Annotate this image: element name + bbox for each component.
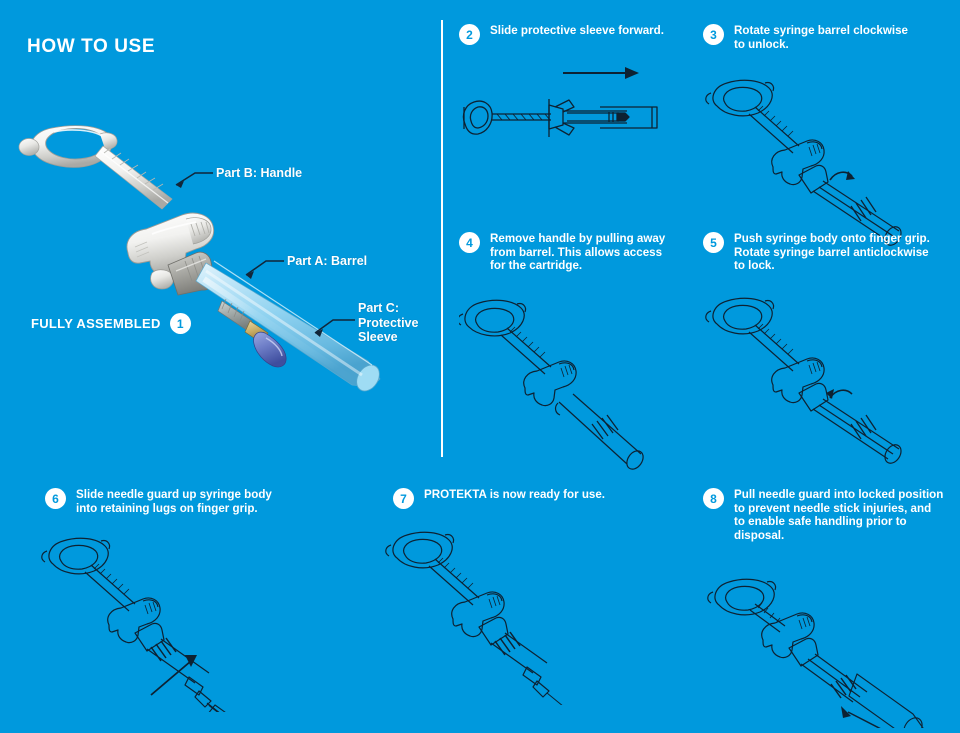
step-8: 8 Pull needle guard into locked position… — [703, 488, 953, 733]
callout-part-a: Part A: Barrel — [287, 254, 368, 268]
step-7-text: PROTEKTA is now ready for use. — [424, 488, 606, 501]
step-7: 7 PROTEKTA is now ready for use. — [385, 488, 633, 712]
slide-down-arrow — [208, 704, 251, 733]
step-3: 3 Rotate syringe barrel clockwise to unl… — [703, 24, 933, 258]
step-badge-3: 3 — [703, 24, 724, 45]
step-6-text: Slide needle guard up syringe body into … — [76, 488, 272, 515]
grip-ribs — [190, 221, 210, 237]
step-4: 4 Remove handle by pulling away from bar… — [457, 232, 684, 476]
fully-assembled-device-illustration — [18, 125, 381, 392]
forward-arrow — [563, 67, 639, 79]
rotate-anticlockwise-arrow — [826, 388, 853, 399]
step-2: 2 Slide protective sleeve forward. — [459, 24, 684, 174]
step-badge-7: 7 — [393, 488, 414, 509]
step-6-illustration — [41, 537, 255, 733]
step-5-illustration — [705, 297, 902, 464]
step-3-illustration — [705, 79, 902, 247]
finger-grip-body — [126, 212, 215, 290]
step-7-illustration — [385, 531, 570, 712]
callout-part-c: Part C: Protective Sleeve — [358, 301, 419, 344]
vertical-divider — [441, 20, 443, 457]
slide-up-arrow — [150, 655, 197, 696]
step-5: 5 Push syringe body onto finger grip. Ro… — [703, 232, 943, 476]
pull-down-arrow — [841, 706, 884, 732]
callout-part-b: Part B: Handle — [216, 166, 303, 180]
plunger-rod — [94, 145, 173, 210]
step-badge-8: 8 — [703, 488, 724, 509]
step-2-text: Slide protective sleeve forward. — [490, 24, 664, 37]
step-3-text: Rotate syringe barrel clockwise to unloc… — [734, 24, 908, 51]
step-5-text: Push syringe body onto finger grip. Rota… — [734, 232, 930, 273]
fully-assembled-text: FULLY ASSEMBLED — [31, 316, 161, 331]
step-badge-6: 6 — [45, 488, 66, 509]
step-4-text: Remove handle by pulling away from barre… — [490, 232, 666, 273]
step-8-illustration — [707, 579, 924, 733]
rotate-clockwise-arrow — [829, 171, 855, 181]
step-badge-5: 5 — [703, 232, 724, 253]
step-badge-2: 2 — [459, 24, 480, 45]
page-title: HOW TO USE — [27, 36, 156, 57]
step-badge-1: 1 — [169, 313, 191, 334]
step-8-text: Pull needle guard into locked position t… — [734, 488, 944, 542]
protective-sleeve — [195, 260, 381, 392]
step-4-illustration — [457, 299, 644, 470]
step-badge-4: 4 — [459, 232, 480, 253]
step-2-illustration — [462, 67, 658, 137]
step-6: 6 Slide needle guard up syringe body int… — [41, 488, 295, 733]
thumb-ring — [18, 125, 118, 168]
cartridge — [217, 298, 287, 368]
fully-assembled-label: FULLY ASSEMBLED 1 — [31, 313, 191, 334]
